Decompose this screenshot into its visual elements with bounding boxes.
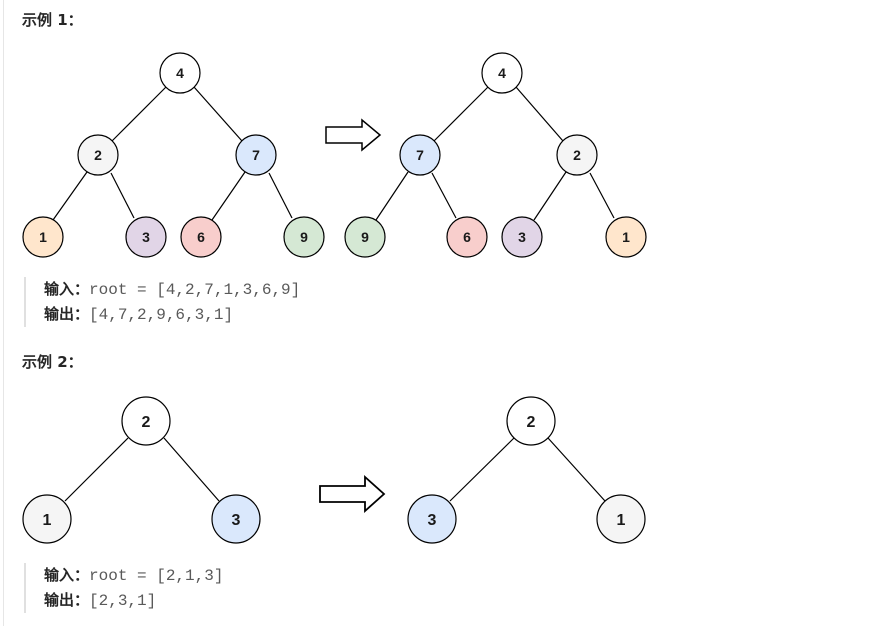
output-line: 输出：[2,3,1] <box>44 588 223 613</box>
input-value: root = [4,2,7,1,3,6,9] <box>89 281 301 299</box>
tree-edge <box>533 171 567 221</box>
output-label: 输出： <box>44 305 90 323</box>
tree-node-label: 1 <box>617 512 626 529</box>
tree-node <box>125 216 167 258</box>
tree-node-label: 3 <box>232 512 241 529</box>
tree-edge <box>211 171 246 221</box>
tree-node <box>159 52 201 94</box>
tree-node <box>77 134 119 176</box>
tree-node <box>180 216 222 258</box>
output-line: 输出：[4,7,2,9,6,3,1] <box>44 302 300 327</box>
tree-edge <box>449 437 515 502</box>
output-label: 输出： <box>44 591 90 609</box>
tree-node-label: 1 <box>43 512 52 529</box>
tree-edge <box>268 172 293 219</box>
tree-node-label: 3 <box>428 512 437 529</box>
input-label: 输入： <box>44 566 90 584</box>
output-value: [4,7,2,9,6,3,1] <box>89 306 234 324</box>
tree-edge <box>515 86 564 142</box>
tree-node-label: 3 <box>518 229 526 245</box>
tree-node <box>235 134 277 176</box>
tree-node <box>407 494 457 544</box>
input-label: 输入： <box>44 280 90 298</box>
input-line: 输入：root = [2,1,3] <box>44 563 223 588</box>
tree-edge <box>433 86 489 142</box>
example-1-title: 示例 1： <box>22 11 83 29</box>
tree-node <box>446 216 488 258</box>
transform-arrow <box>319 474 386 514</box>
tree-node <box>506 396 556 446</box>
tree-node <box>211 494 261 544</box>
tree-node-label: 4 <box>176 65 184 81</box>
tree-node-label: 3 <box>142 229 150 245</box>
tree-node <box>22 216 64 258</box>
tree-node <box>605 216 647 258</box>
tree-node <box>556 134 598 176</box>
tree-node <box>22 494 72 544</box>
example-1-io: 输入：root = [4,2,7,1,3,6,9] 输出：[4,7,2,9,6,… <box>24 277 300 327</box>
tree-edge <box>163 437 220 502</box>
tree-edge <box>111 86 167 142</box>
tree-node <box>344 216 386 258</box>
tree-node <box>399 134 441 176</box>
tree-node <box>481 52 523 94</box>
tree-node-label: 6 <box>463 229 471 245</box>
tree-edge <box>547 437 606 502</box>
tree-node-label: 9 <box>300 229 308 245</box>
output-value: [2,3,1] <box>89 592 157 610</box>
example-1-diagram: 4 2 7 1 3 6 9 4 7 2 9 6 3 1 <box>22 52 647 258</box>
tree-node <box>283 216 325 258</box>
tree-node-label: 4 <box>498 65 506 81</box>
tree-node-label: 6 <box>197 229 205 245</box>
tree-node <box>501 216 543 258</box>
tree-node-label: 2 <box>142 414 151 431</box>
tree-node-label: 9 <box>361 229 369 245</box>
tree-node-label: 7 <box>252 147 260 163</box>
tree-node-label: 7 <box>416 147 424 163</box>
tree-node <box>596 494 646 544</box>
tree-node-label: 1 <box>622 229 630 245</box>
tree-node-label: 1 <box>39 229 47 245</box>
tree-edge <box>589 172 615 219</box>
input-line: 输入：root = [4,2,7,1,3,6,9] <box>44 277 300 302</box>
tree-edge <box>193 86 243 142</box>
tree-node-label: 2 <box>573 147 581 163</box>
input-value: root = [2,1,3] <box>89 567 224 585</box>
example-2-diagram: 2 1 3 2 3 1 <box>22 396 646 544</box>
example-2-title: 示例 2： <box>22 353 83 371</box>
tree-edge <box>110 172 135 219</box>
tree-node-label: 2 <box>527 414 536 431</box>
tree-edge <box>52 171 88 221</box>
tree-edge <box>375 171 409 221</box>
transform-arrow <box>325 118 382 152</box>
example-2-io: 输入：root = [2,1,3] 输出：[2,3,1] <box>24 563 223 613</box>
tree-node-label: 2 <box>94 147 102 163</box>
left-border <box>3 0 4 626</box>
tree-edge <box>431 172 457 219</box>
tree-edge <box>64 437 129 502</box>
tree-node <box>121 396 171 446</box>
